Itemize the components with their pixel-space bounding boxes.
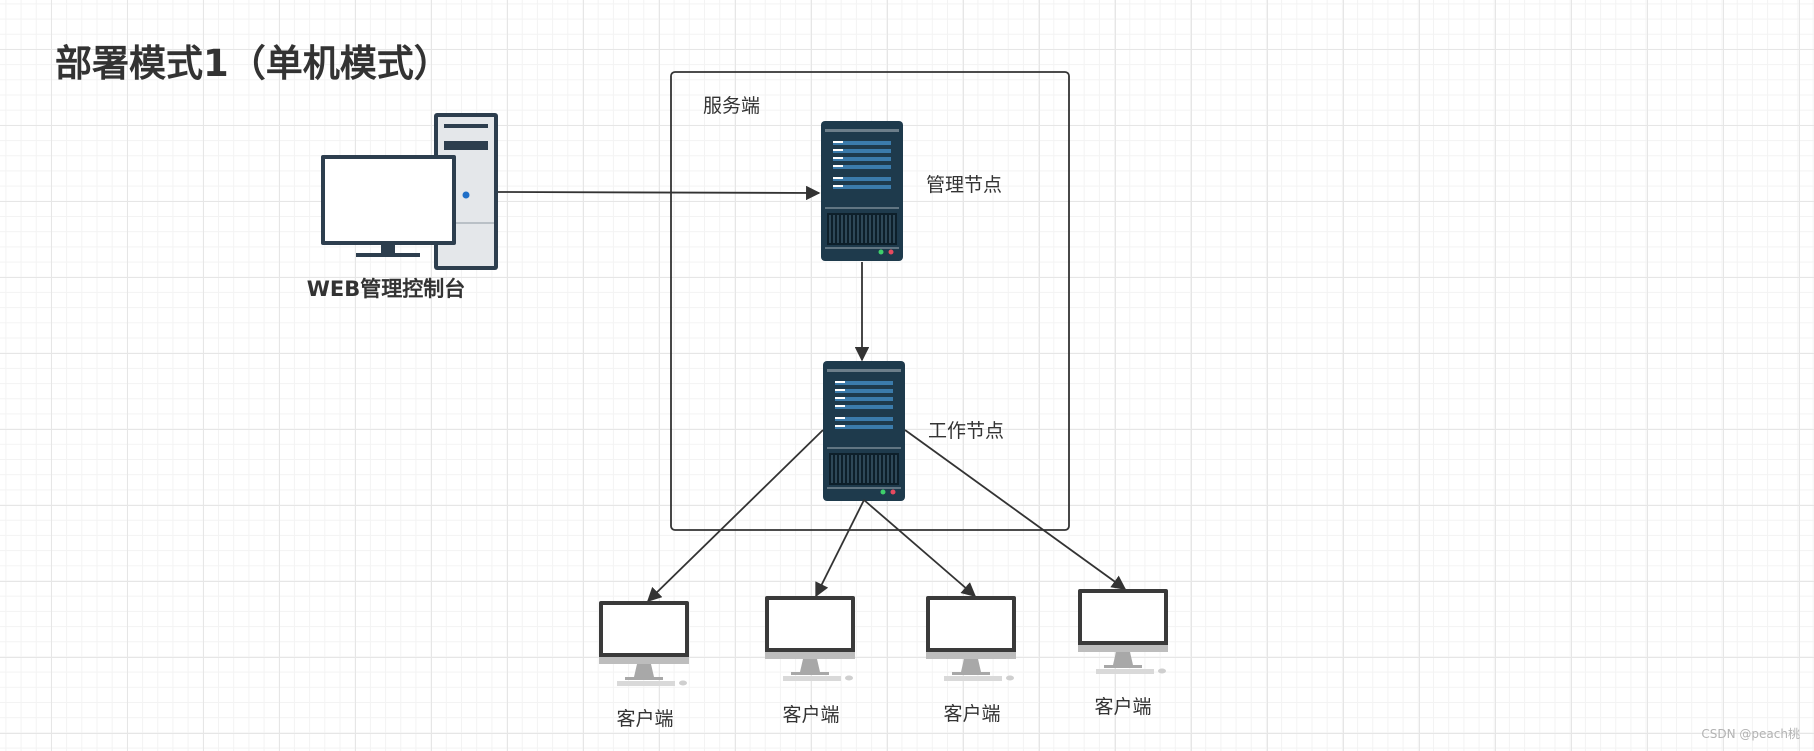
client-label: 客户端 xyxy=(943,703,1000,725)
diagram-title: 部署模式1（单机模式） xyxy=(55,42,451,85)
server-group-label: 服务端 xyxy=(703,95,760,117)
worker-node-label: 工作节点 xyxy=(928,420,1004,442)
manager-node-label: 管理节点 xyxy=(926,174,1002,196)
client-monitor-icon xyxy=(926,596,1016,681)
console-to-manager-arrow xyxy=(497,185,821,201)
server-group-box xyxy=(670,71,1070,531)
client-monitor-icon xyxy=(765,596,855,681)
watermark: CSDN @peach桃 xyxy=(1701,726,1800,741)
worker-to-client-2-arrow xyxy=(815,499,865,598)
worker-to-client-3-arrow xyxy=(863,499,977,597)
worker-node-server-icon xyxy=(822,360,906,502)
web-console-label: WEB管理控制台 xyxy=(307,277,466,301)
client-monitor-icon xyxy=(1078,589,1168,674)
worker-to-client-4-arrow xyxy=(904,429,1127,590)
manager-node-server-icon xyxy=(820,120,904,262)
client-label: 客户端 xyxy=(1094,696,1151,718)
desktop-computer-icon xyxy=(321,113,498,270)
worker-to-client-1-arrow xyxy=(646,429,824,603)
client-monitor-icon xyxy=(599,601,689,686)
client-label: 客户端 xyxy=(782,704,839,726)
client-label: 客户端 xyxy=(616,708,673,730)
